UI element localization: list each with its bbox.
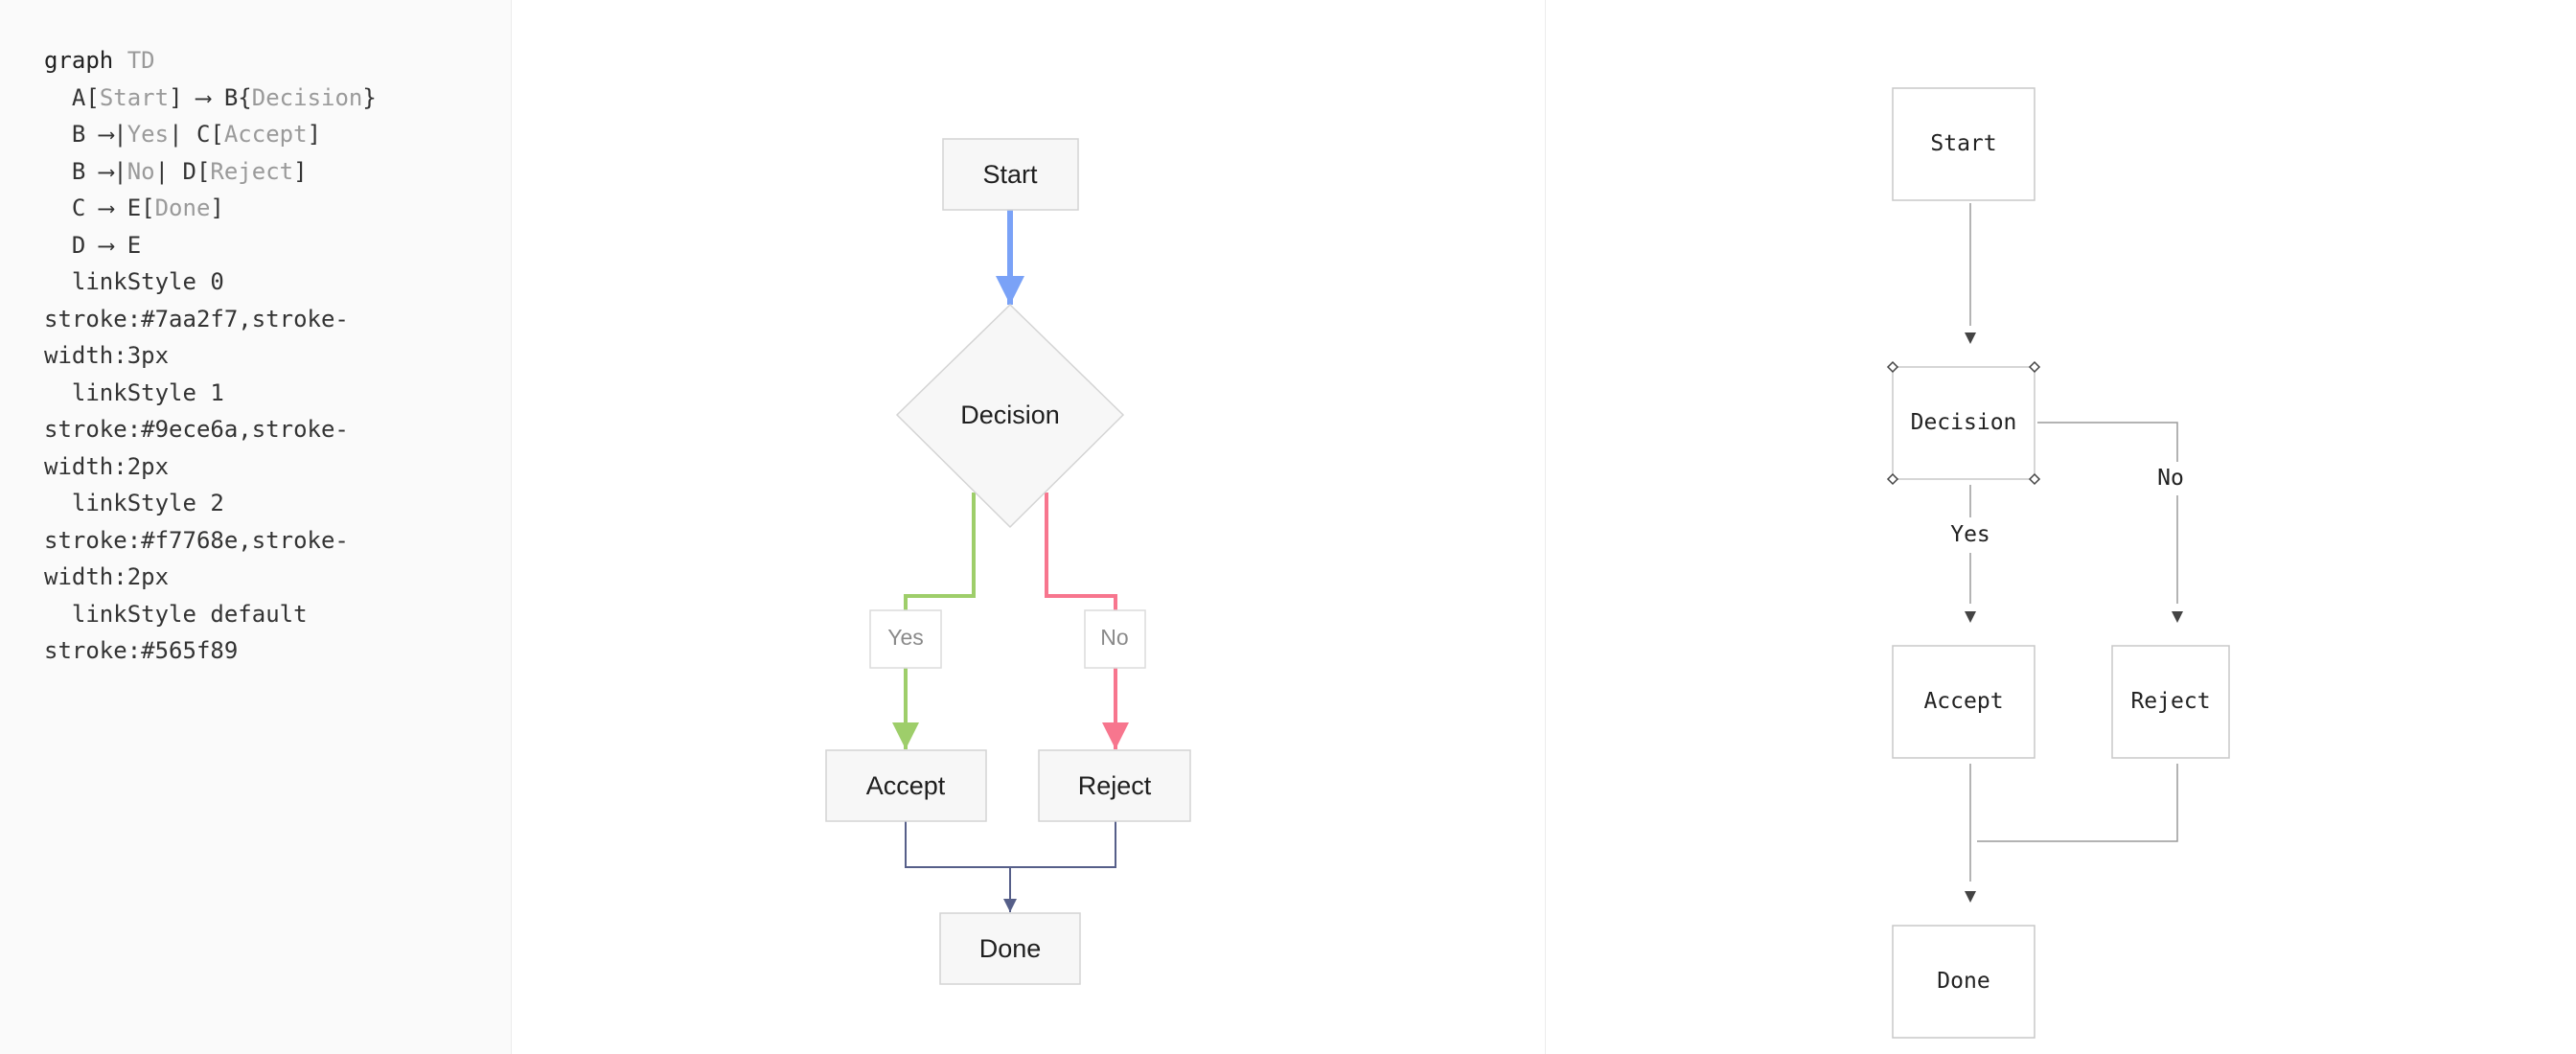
code-token: C ⟶ E[	[44, 195, 155, 221]
mermaid-source-code[interactable]: graph TD A[Start] ⟶ B{Decision} B ⟶|Yes|…	[44, 42, 494, 670]
code-line: A[Start] ⟶ B{Decision}	[44, 80, 494, 117]
ascii-node-reject-label: Reject	[2130, 689, 2210, 714]
code-line: stroke:#565f89	[44, 632, 494, 670]
ascii-flowchart-svg: Start Decision Accept Reject Done Yes No	[1886, 87, 2230, 1039]
code-token: linkStyle 1	[44, 378, 224, 406]
flowchart-svg: Yes No Start Decision Accept Reject Done	[825, 138, 1191, 985]
code-line: linkStyle 1	[44, 375, 494, 412]
ascii-node-reject-box	[2111, 645, 2230, 759]
code-panel: graph TD A[Start] ⟶ B{Decision} B ⟶|Yes|…	[0, 0, 512, 1054]
ascii-edges	[1969, 203, 2178, 882]
node-decision-label: Decision	[960, 401, 1060, 429]
edge-label-no: No	[1084, 609, 1146, 669]
code-token: stroke:#f7768e,stroke-	[44, 526, 349, 554]
node-start-label: Start	[982, 160, 1038, 189]
edge-label-yes-text: Yes	[887, 625, 924, 650]
code-line: width:2px	[44, 448, 494, 486]
ascii-edge-label-no: No	[2157, 466, 2184, 491]
code-token: | D[	[154, 157, 211, 185]
code-token: linkStyle default	[44, 600, 308, 628]
code-token: stroke:#9ece6a,stroke-	[44, 416, 349, 443]
node-decision[interactable]: Decision	[895, 303, 1125, 529]
code-token: stroke:#7aa2f7,stroke-	[44, 305, 349, 332]
edge-decision-accept	[892, 493, 976, 749]
code-line: width:2px	[44, 559, 494, 596]
ascii-edge-label-yes: Yes	[1950, 522, 1990, 547]
node-reject-label: Reject	[1078, 771, 1152, 800]
node-accept[interactable]: Accept	[825, 749, 987, 822]
edge-reject-done	[1003, 821, 1116, 912]
code-token: B ⟶|	[44, 121, 127, 148]
code-line: stroke:#9ece6a,stroke-	[44, 411, 494, 448]
ascii-node-start-box	[1892, 87, 2036, 201]
node-reject[interactable]: Reject	[1038, 749, 1191, 822]
code-token: ]	[293, 157, 308, 185]
code-line: graph TD	[44, 42, 494, 80]
code-token: ]	[210, 195, 224, 221]
code-token: ] ⟶ B{	[169, 83, 252, 111]
code-line: D ⟶ E	[44, 227, 494, 264]
code-token: Reject	[210, 157, 294, 185]
code-token: Done	[154, 195, 211, 221]
code-token: TD	[126, 47, 155, 74]
code-line: B ⟶|Yes| C[Accept]	[44, 116, 494, 153]
code-token: graph	[44, 47, 127, 74]
edge-label-no-text: No	[1100, 625, 1128, 650]
code-token: }	[362, 83, 377, 111]
code-token: No	[126, 157, 155, 185]
ascii-diagram-panel: Start Decision Accept Reject Done Yes No	[1545, 0, 2576, 1054]
code-line: linkStyle 2	[44, 485, 494, 522]
node-done-label: Done	[979, 934, 1042, 963]
code-token: width:2px	[44, 563, 170, 590]
code-line: C ⟶ E[Done]	[44, 190, 494, 227]
code-token: ]	[307, 121, 322, 148]
rendered-diagram-panel: Yes No Start Decision Accept Reject Done	[513, 0, 1471, 1054]
node-done[interactable]: Done	[939, 912, 1081, 985]
code-token: | C[	[169, 121, 224, 148]
code-token: linkStyle 0	[44, 268, 224, 295]
edge-decision-reject	[1045, 493, 1129, 749]
ascii-node-start-label: Start	[1930, 131, 1996, 156]
ascii-node-accept-label: Accept	[1923, 689, 2003, 714]
code-token: width:2px	[44, 452, 170, 480]
code-token: Decision	[251, 83, 363, 111]
ascii-node-done-label: Done	[1937, 969, 1990, 994]
edge-accept-done	[905, 821, 1010, 868]
code-token: A[	[44, 83, 100, 111]
code-token: B ⟶|	[44, 157, 127, 185]
ascii-node-done-box	[1892, 925, 2036, 1039]
node-start[interactable]: Start	[942, 138, 1079, 211]
code-token: Accept	[223, 121, 308, 148]
ascii-arrowheads	[1965, 332, 2183, 903]
code-line: linkStyle 0	[44, 264, 494, 301]
ascii-decision-corners	[1886, 360, 2041, 486]
code-line: stroke:#f7768e,stroke-	[44, 522, 494, 560]
code-line: linkStyle default	[44, 596, 494, 633]
code-token: stroke:#565f89	[44, 637, 239, 664]
code-line: B ⟶|No| D[Reject]	[44, 153, 494, 191]
code-token: linkStyle 2	[44, 490, 224, 516]
edge-label-yes: Yes	[869, 609, 942, 669]
code-token: D ⟶ E	[44, 231, 142, 259]
ascii-node-decision-label: Decision	[1911, 410, 2017, 435]
code-line: width:3px	[44, 337, 494, 375]
code-token: Yes	[126, 121, 170, 148]
node-accept-label: Accept	[866, 771, 946, 800]
code-line: stroke:#7aa2f7,stroke-	[44, 301, 494, 338]
ascii-node-accept-box	[1892, 645, 2036, 759]
code-token: Start	[99, 83, 170, 111]
ascii-node-decision-box	[1892, 366, 2036, 480]
code-token: width:3px	[44, 342, 170, 369]
